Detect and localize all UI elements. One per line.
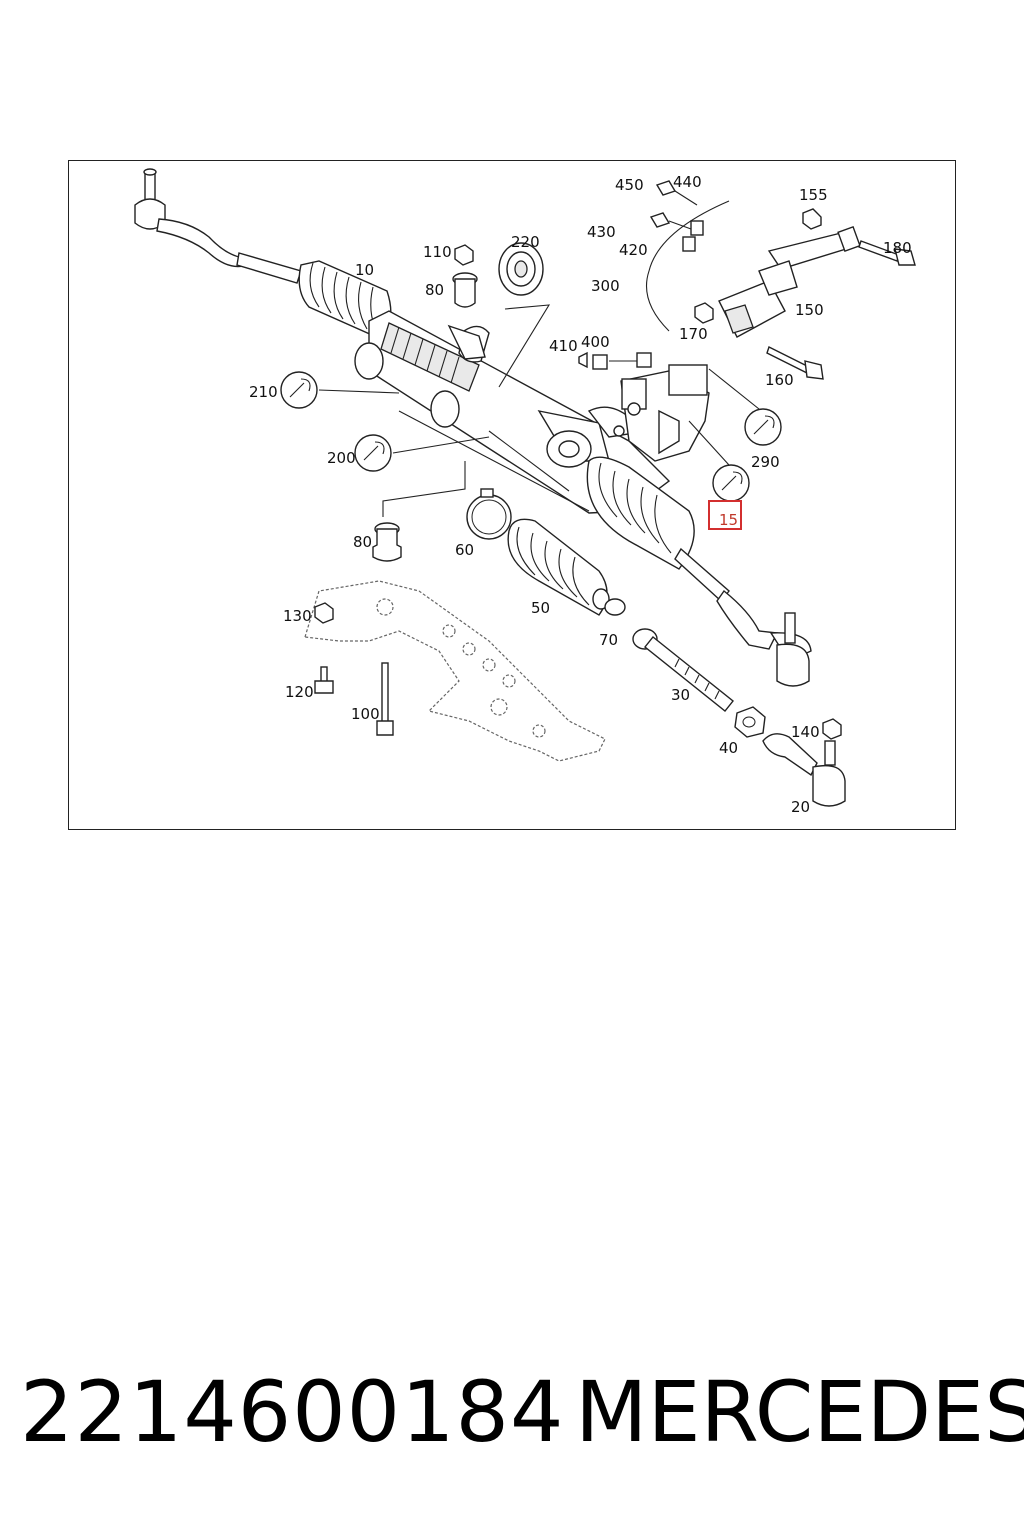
callout-120: 120 bbox=[285, 683, 314, 701]
tie-rod-end-20 bbox=[762, 718, 846, 807]
steering-rack-drawing: 10 15 20 30 40 50 60 70 80 80 100 110 12… bbox=[134, 168, 916, 816]
bolt-120 bbox=[314, 666, 334, 694]
callout-160: 160 bbox=[765, 371, 794, 389]
leader-220 bbox=[498, 304, 551, 388]
nut-130 bbox=[314, 602, 334, 624]
highlight-box bbox=[708, 500, 742, 530]
callout-150: 150 bbox=[795, 301, 824, 319]
leader-200 bbox=[392, 436, 490, 454]
bolt-160 bbox=[766, 346, 824, 380]
leader-15 bbox=[688, 420, 730, 466]
callout-210: 210 bbox=[249, 383, 278, 401]
callout-220: 220 bbox=[511, 233, 540, 251]
callout-410: 410 bbox=[549, 337, 578, 355]
nut-155 bbox=[802, 208, 822, 230]
wrench-symbol-15 bbox=[712, 464, 750, 502]
leader-210 bbox=[318, 389, 400, 394]
callout-140: 140 bbox=[791, 723, 820, 741]
subframe bbox=[304, 580, 606, 762]
wrench-symbol-210 bbox=[280, 371, 318, 409]
leader-80-lower bbox=[382, 461, 466, 517]
leader-290 bbox=[708, 368, 760, 410]
bolt-100 bbox=[376, 662, 394, 736]
steering-shaft bbox=[718, 225, 861, 338]
nut-40 bbox=[734, 706, 766, 738]
part-number: 2214600184 bbox=[20, 1363, 565, 1461]
callout-30: 30 bbox=[671, 686, 690, 704]
brand-name: MERCEDES bbox=[575, 1363, 1024, 1461]
tie-rod-end-right-upper bbox=[716, 589, 812, 687]
nut-170 bbox=[694, 302, 714, 324]
callout-100: 100 bbox=[351, 705, 380, 723]
clip-70 bbox=[604, 598, 626, 616]
callout-155: 155 bbox=[799, 186, 828, 204]
callout-400: 400 bbox=[581, 333, 610, 351]
callout-10: 10 bbox=[355, 261, 374, 279]
callout-130: 130 bbox=[283, 607, 312, 625]
callout-290: 290 bbox=[751, 453, 780, 471]
inner-rod-left bbox=[236, 252, 302, 284]
bushing-80-top bbox=[452, 272, 478, 308]
valve-body bbox=[613, 364, 710, 462]
callout-70: 70 bbox=[599, 631, 618, 649]
tie-rod-end-left bbox=[134, 168, 249, 268]
callout-15: 15 bbox=[719, 511, 738, 529]
wrench-symbol-290 bbox=[744, 408, 782, 446]
callout-200: 200 bbox=[327, 449, 356, 467]
callout-80-lower: 80 bbox=[353, 533, 372, 551]
callout-110: 110 bbox=[423, 243, 452, 261]
callout-20: 20 bbox=[791, 798, 810, 816]
bolt-180 bbox=[858, 240, 916, 266]
wrench-symbol-200 bbox=[354, 434, 392, 472]
nut-110 bbox=[454, 244, 474, 266]
hydraulic-lines bbox=[578, 180, 730, 370]
bushing-80-lower bbox=[372, 522, 402, 562]
inner-tie-rod-30 bbox=[632, 628, 734, 712]
callout-430: 430 bbox=[587, 223, 616, 241]
exploded-parts-diagram: 10 15 20 30 40 50 60 70 80 80 100 110 12… bbox=[68, 160, 956, 830]
boot-50 bbox=[507, 518, 610, 616]
callout-450: 450 bbox=[615, 176, 644, 194]
callout-40: 40 bbox=[719, 739, 738, 757]
rack-boot-left bbox=[298, 260, 392, 340]
bushing-220 bbox=[498, 242, 544, 296]
callout-50: 50 bbox=[531, 599, 550, 617]
callout-440: 440 bbox=[673, 173, 702, 191]
callout-80-top: 80 bbox=[425, 281, 444, 299]
clamp-60 bbox=[466, 488, 512, 540]
callout-170: 170 bbox=[679, 325, 708, 343]
callout-300: 300 bbox=[591, 277, 620, 295]
inner-rod-right bbox=[674, 547, 730, 603]
callout-60: 60 bbox=[455, 541, 474, 559]
callout-420: 420 bbox=[619, 241, 648, 259]
rack-boot-right bbox=[586, 456, 695, 570]
callout-180: 180 bbox=[883, 239, 912, 257]
